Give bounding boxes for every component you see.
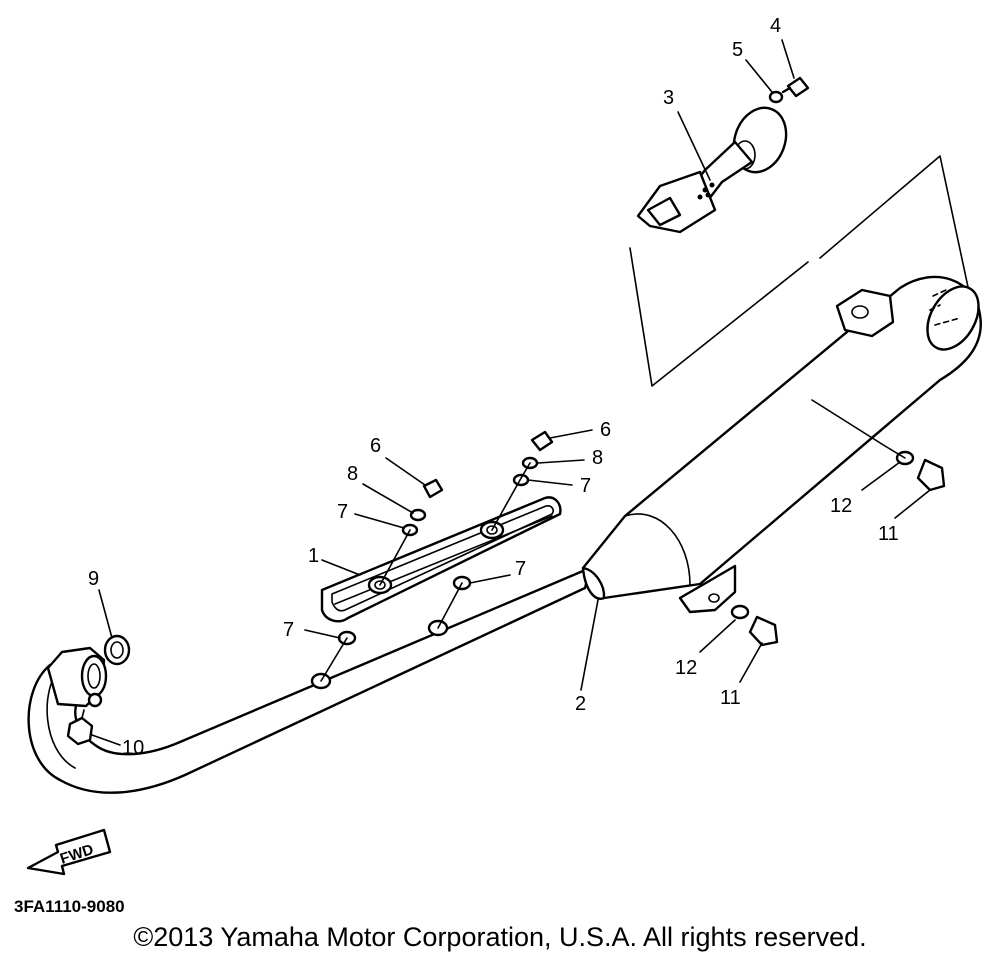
exhaust-pipe (27, 566, 592, 794)
callout-11-upper: 11 (878, 523, 899, 545)
callout-9: 9 (88, 568, 99, 590)
callout-12-lower: 12 (675, 657, 697, 679)
callout-7-lower: 7 (283, 619, 294, 641)
callout-6-left: 6 (370, 435, 381, 457)
callout-12-upper: 12 (830, 495, 852, 517)
assembly-lines (81, 155, 969, 719)
callout-4: 4 (770, 15, 781, 37)
muffler-rear-bracket (835, 288, 895, 338)
fasteners (66, 76, 946, 746)
callout-2: 2 (575, 693, 586, 715)
muffler-lower-bracket (678, 564, 737, 614)
spark-arrester (636, 106, 788, 234)
callout-leaders (91, 39, 931, 746)
muffler-body (581, 275, 982, 600)
callout-5: 5 (732, 39, 743, 61)
callout-8-right: 8 (592, 447, 603, 469)
exhaust-flange (46, 646, 108, 708)
copyright-notice: ©2013 Yamaha Motor Corporation, U.S.A. A… (133, 922, 867, 952)
callout-labels: 1 2 3 4 5 6 6 7 7 7 7 8 8 9 10 11 11 12 … (88, 15, 899, 759)
callout-3: 3 (663, 87, 674, 109)
callout-8-left: 8 (347, 463, 358, 485)
callout-7-middle: 7 (515, 558, 526, 580)
diagram-code: 3FA1110-9080 (14, 897, 125, 916)
callout-11-lower: 11 (720, 687, 741, 709)
callout-6-right: 6 (600, 419, 611, 441)
callout-7-upper-left: 7 (337, 501, 348, 523)
callout-7-upper-right: 7 (580, 475, 591, 497)
forward-arrow-icon: FWD (26, 828, 112, 876)
callout-10: 10 (122, 737, 144, 759)
callout-1: 1 (308, 545, 319, 567)
heat-protector (320, 496, 562, 623)
